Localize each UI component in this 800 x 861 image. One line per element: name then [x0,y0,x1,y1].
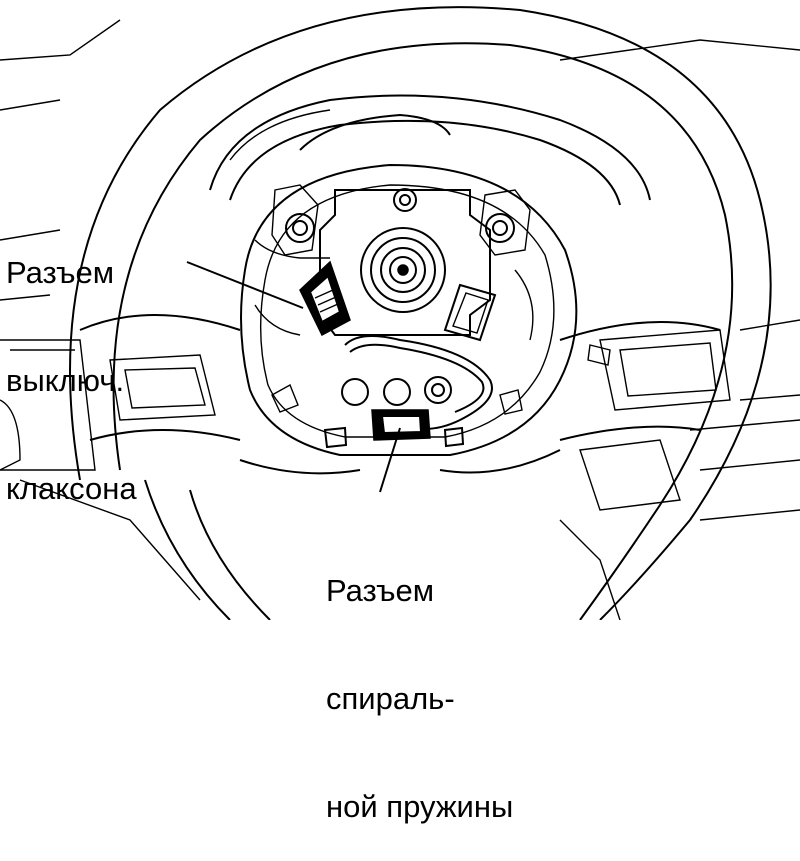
hub-interior [240,163,611,456]
horn-label-line-1: Разъем [6,255,115,290]
spiral-label-line-2: спираль- [326,681,455,716]
steering-wheel-drawing [0,6,800,621]
spiral-connector-leader [379,427,401,493]
spiral-label-line-3: ной пружины [326,789,514,824]
horn-connector-leader [186,261,304,309]
steering-wheel-diagram: Разъем выключ. клаксона Разъем спираль- … [0,6,800,824]
clock-spring-connector-label: Разъем спираль- ной пружины [326,501,513,861]
steering-wheel-rim [69,6,772,621]
dashboard-outline [0,19,800,621]
lower-spokes [79,314,721,475]
horn-label-line-3: клаксона [6,471,137,506]
horn-connector-label: Разъем выключ. клаксона [6,183,137,543]
horn-label-line-2: выключ. [6,363,125,398]
upper-hub-outline [209,94,651,206]
spiral-label-line-1: Разъем [326,573,435,608]
